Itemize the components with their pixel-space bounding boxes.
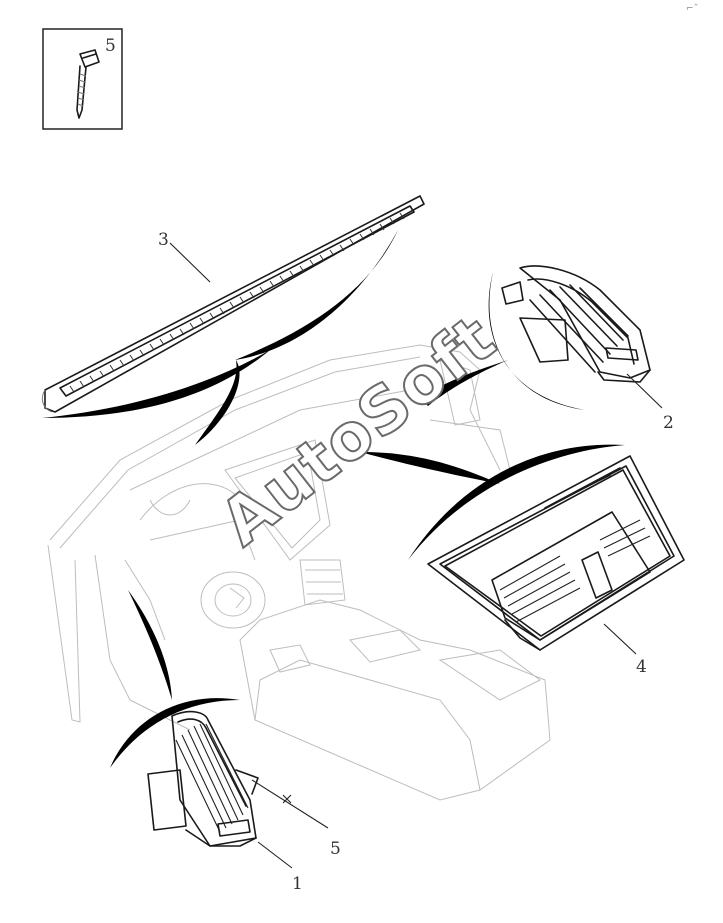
callout-label-4: 4 (636, 657, 647, 677)
callout-3: 3 (158, 230, 211, 283)
left-vent-swoosh (110, 698, 240, 768)
watermark: AutoSoft (207, 301, 510, 560)
center-vent-swoosh (408, 444, 625, 560)
callout-label-1: 1 (292, 874, 303, 894)
callout-label-3: 3 (158, 230, 169, 250)
callout-4: 4 (603, 623, 647, 677)
callout-label-2: 2 (663, 413, 674, 433)
callout-5: 5 (251, 779, 341, 859)
defroster-grille (41, 195, 425, 413)
inset-callout: 5 (105, 36, 116, 56)
left-side-air-vent (147, 710, 259, 847)
callout-label-5: 5 (330, 839, 341, 859)
callout-1: 1 (257, 841, 303, 894)
grille-swoosh-down (195, 360, 240, 445)
callout-2: 2 (626, 373, 674, 433)
corner-mark: ⌐˝ (686, 3, 699, 14)
dashboard-outline (47, 344, 551, 801)
right-vent-swoosh-2 (420, 360, 508, 406)
center-air-vent (427, 455, 685, 651)
right-side-air-vent (501, 265, 651, 383)
center-vent-swoosh-2 (360, 452, 500, 484)
grille-swoosh-left (42, 350, 270, 418)
screw-icon (76, 49, 100, 119)
screw-inset-box: 5 (42, 28, 123, 130)
left-vent-swoosh-2 (128, 590, 172, 700)
